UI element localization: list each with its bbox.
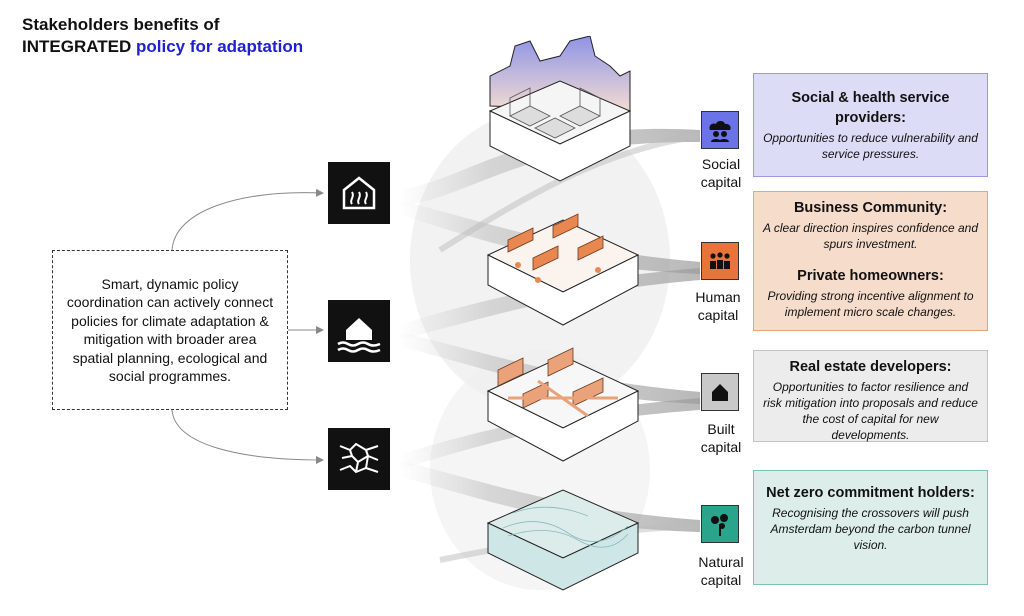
drought-cracks-icon [328, 428, 390, 490]
panel-heading: Real estate developers: [789, 359, 952, 375]
panel-built: Real estate developers: Opportunities to… [753, 350, 988, 442]
panel-human: Business Community: A clear direction in… [753, 191, 988, 331]
panel-text: A clear direction inspires confidence an… [762, 221, 978, 251]
title-accent-text: policy for adaptation [135, 37, 304, 56]
human-capital-label: Human capital [683, 288, 753, 324]
panel-text: Providing strong incentive alignment to … [767, 289, 974, 319]
panel-text: Recognising the crossovers will push Ams… [770, 506, 971, 552]
capital-label-line: Social [701, 156, 741, 172]
connector-arrow [171, 188, 324, 251]
people-cloud-icon [701, 111, 739, 149]
built-capital-tile [486, 347, 640, 462]
panel-text: Opportunities to reduce vulnerability an… [763, 131, 978, 161]
title-line-1: Stakeholders benefits of [22, 15, 220, 34]
tree-icon [701, 505, 739, 543]
panel-natural: Net zero commitment holders: Recognising… [753, 470, 988, 585]
panel-heading: Social & health service providers: [791, 90, 950, 126]
natural-capital-tile [486, 489, 640, 591]
capital-label-line: Natural [698, 554, 744, 570]
community-people-icon [701, 242, 739, 280]
natural-capital-label: Natural capital [686, 553, 756, 589]
panel-heading: Private homeowners: [797, 268, 944, 284]
policy-text: Smart, dynamic policy coordination can a… [66, 275, 274, 385]
connector-arrow [171, 409, 324, 464]
capital-label-line: capital [700, 572, 742, 588]
diagram-title: Stakeholders benefits of INTEGRATED poli… [22, 14, 303, 58]
social-capital-tile [488, 36, 632, 182]
panel-heading: Net zero commitment holders: [766, 485, 975, 501]
capital-label-line: Built [707, 421, 735, 437]
capital-label-line: capital [697, 307, 739, 323]
ribbon [398, 460, 700, 532]
panel-social: Social & health service providers: Oppor… [753, 73, 988, 177]
title-line-2: INTEGRATED policy for adaptation [22, 36, 303, 58]
social-capital-label: Social capital [686, 155, 756, 191]
title-bold-word: INTEGRATED [22, 37, 132, 56]
human-capital-tile [486, 213, 640, 326]
panel-text: Opportunities to factor resilience and r… [763, 380, 978, 442]
capital-label-line: capital [700, 174, 742, 190]
built-capital-label: Built capital [686, 420, 756, 456]
capital-label-line: capital [700, 439, 742, 455]
heat-icon [328, 162, 390, 224]
panel-heading: Business Community: [793, 200, 948, 216]
flood-house-icon [328, 300, 390, 362]
capital-label-line: Human [695, 289, 741, 305]
policy-box: Smart, dynamic policy coordination can a… [52, 250, 288, 410]
house-icon [701, 373, 739, 411]
